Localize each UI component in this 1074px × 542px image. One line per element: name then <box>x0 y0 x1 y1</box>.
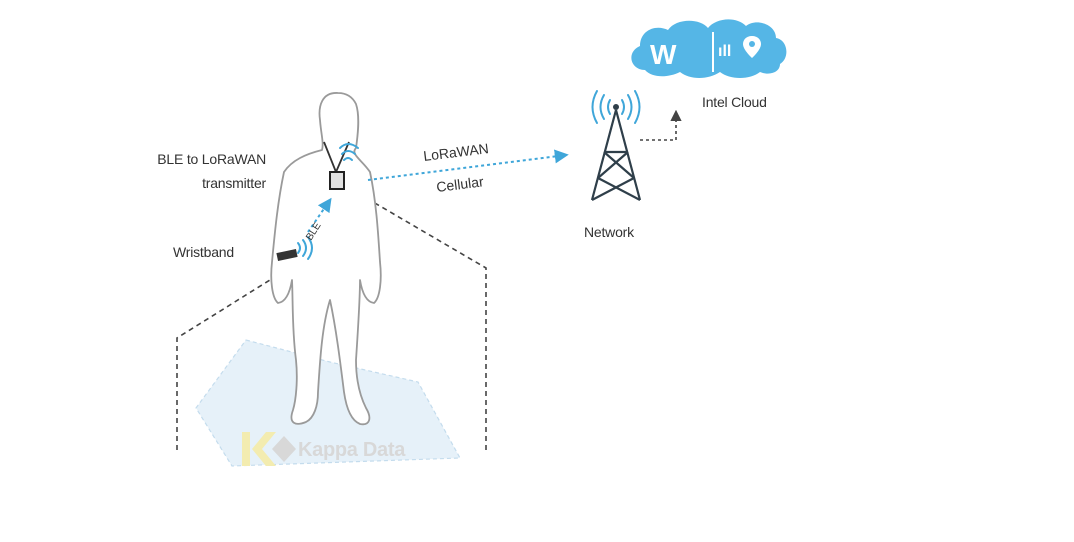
signal-waves-icon <box>339 143 359 161</box>
cloud-icon <box>631 19 787 78</box>
zone-arrows <box>176 190 487 450</box>
cloud-chart-icon: ıll <box>718 43 731 60</box>
transmitter-zone-arrow <box>354 190 487 450</box>
map-pin-icon <box>743 36 761 58</box>
floor-area <box>195 339 461 467</box>
transmitter-label-line2: transmitter <box>202 175 266 191</box>
cloud-logo: W <box>650 39 677 70</box>
network-label: Network <box>584 224 634 240</box>
wristband-label: Wristband <box>173 244 234 260</box>
kappa-data-watermark: Kappa Data <box>242 432 407 466</box>
wristband-zone-arrow <box>176 268 288 450</box>
lorawan-label: LoRaWAN <box>422 140 489 164</box>
transmitter-label-line1: BLE to LoRaWAN <box>157 151 266 167</box>
transmitter-device-icon <box>329 171 345 190</box>
cloud-connector-arrow <box>640 109 682 141</box>
wristband-signal-waves-icon <box>297 236 313 260</box>
person-icon <box>270 92 382 426</box>
transmitter-label: BLE to LoRaWAN transmitter <box>100 150 266 192</box>
intel-cloud-label: Intel Cloud <box>702 94 767 110</box>
cell-tower-icon <box>590 109 642 201</box>
wristband-device-icon <box>276 249 298 261</box>
watermark-text: Kappa Data <box>298 439 406 461</box>
ble-arrow <box>307 197 332 233</box>
cellular-label: Cellular <box>435 173 484 195</box>
tower-antenna-icon <box>613 104 619 110</box>
tower-signal-waves-icon <box>591 90 641 124</box>
